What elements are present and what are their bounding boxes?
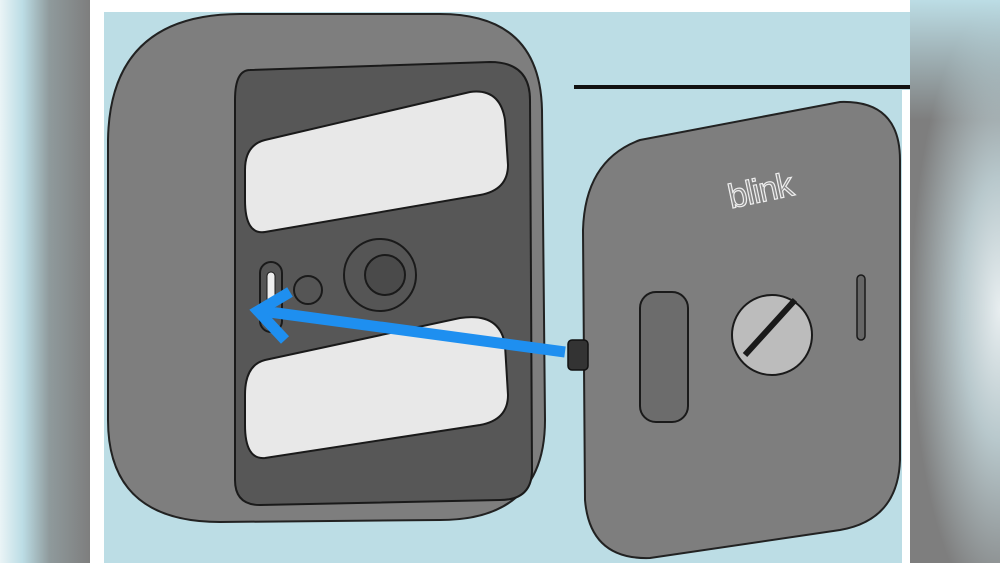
cover-tab	[567, 339, 589, 371]
arrow-head	[249, 287, 293, 344]
blurred-background-left	[0, 0, 90, 563]
background-tint	[910, 0, 1000, 120]
screw-hole	[293, 275, 323, 305]
cover-latch-slot	[639, 291, 689, 423]
screw-slot	[742, 297, 798, 358]
indicator-slot	[856, 274, 866, 341]
battery-bottom	[244, 316, 510, 460]
divider-line	[574, 85, 910, 89]
frame-strip	[902, 90, 910, 563]
battery-top	[244, 90, 510, 234]
direction-arrow	[261, 305, 566, 358]
cover-screw	[731, 294, 813, 376]
